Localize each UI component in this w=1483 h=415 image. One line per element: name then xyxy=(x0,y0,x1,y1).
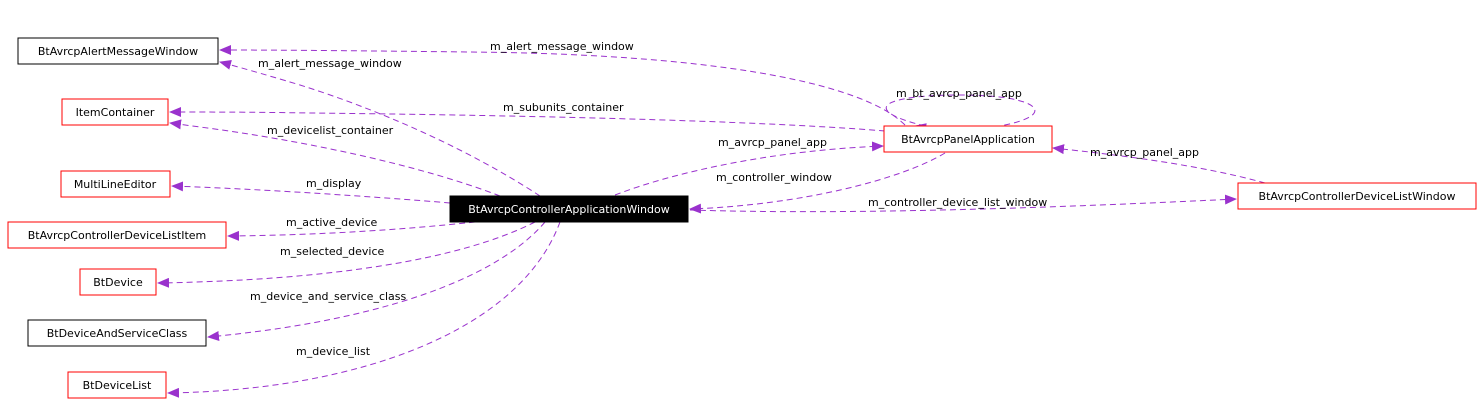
edge-label-multi: m_display xyxy=(306,177,362,190)
edge-center-to-ctrlwin xyxy=(689,194,1237,213)
node-label: BtDeviceAndServiceClass xyxy=(47,327,188,340)
node-multi-line-editor[interactable]: MultiLineEditor xyxy=(60,170,171,198)
node-bt-device-list[interactable]: BtDeviceList xyxy=(67,371,167,399)
edge-label-center-item: m_devicelist_container xyxy=(267,124,394,137)
edge-label-center-alert: m_alert_message_window xyxy=(258,57,402,70)
node-label: BtAvrcpAlertMessageWindow xyxy=(38,45,198,58)
edge-panel-to-alert xyxy=(219,45,906,126)
edge-ctrlwin-to-panel xyxy=(1052,144,1266,184)
edge-center-to-panel xyxy=(614,141,884,196)
edge-center-to-devlist xyxy=(167,221,561,398)
edge-panel-to-center xyxy=(689,152,946,214)
node-label: BtDeviceList xyxy=(83,379,152,392)
node-item-container[interactable]: ItemContainer xyxy=(61,98,169,126)
edge-label-panel-self: m_bt_avrcp_panel_app xyxy=(896,87,1022,100)
node-panel-application[interactable]: BtAvrcpPanelApplication xyxy=(883,125,1053,153)
node-label: MultiLineEditor xyxy=(74,178,157,191)
edge-label-btdevice: m_selected_device xyxy=(280,245,385,258)
edge-label-devitem: m_active_device xyxy=(286,216,378,229)
node-bt-device[interactable]: BtDevice xyxy=(79,268,157,296)
edge-label-panel-item: m_subunits_container xyxy=(503,101,624,114)
node-label: ItemContainer xyxy=(76,106,155,119)
edge-panel-to-item xyxy=(169,107,886,132)
node-controller-device-list-item[interactable]: BtAvrcpControllerDeviceListItem xyxy=(7,221,227,249)
node-label: BtDevice xyxy=(93,276,143,289)
edge-center-to-alert xyxy=(219,60,541,197)
edge-center-to-item xyxy=(169,119,501,197)
edge-panel-self-loop xyxy=(885,94,1036,134)
node-alert-message-window[interactable]: BtAvrcpAlertMessageWindow xyxy=(17,37,219,65)
edge-center-to-multi xyxy=(171,181,451,204)
node-label: BtAvrcpPanelApplication xyxy=(901,133,1035,146)
edge-labels: m_alert_message_window m_alert_message_w… xyxy=(250,40,1199,358)
edge-label-center-ctrlwin: m_controller_device_list_window xyxy=(868,196,1047,209)
edge-label-panel-alert: m_alert_message_window xyxy=(490,40,634,53)
edge-center-to-svcclass xyxy=(207,221,546,341)
node-controller-application-window[interactable]: BtAvrcpControllerApplicationWindow xyxy=(449,195,689,223)
edge-label-svcclass: m_device_and_service_class xyxy=(250,290,407,303)
node-label: BtAvrcpControllerDeviceListItem xyxy=(28,229,207,242)
node-controller-device-list-window[interactable]: BtAvrcpControllerDeviceListWindow xyxy=(1237,182,1477,210)
edge-label-panel-center: m_controller_window xyxy=(716,171,832,184)
node-device-and-service-class[interactable]: BtDeviceAndServiceClass xyxy=(27,319,207,347)
edge-label-center-panel: m_avrcp_panel_app xyxy=(718,136,827,149)
edge-label-devlist: m_device_list xyxy=(296,345,371,358)
edge-label-ctrlwin-panel: m_avrcp_panel_app xyxy=(1090,146,1199,159)
node-label: BtAvrcpControllerDeviceListWindow xyxy=(1259,190,1456,203)
edges xyxy=(157,45,1266,398)
node-label: BtAvrcpControllerApplicationWindow xyxy=(468,203,670,216)
edge-center-to-devitem xyxy=(227,221,476,241)
